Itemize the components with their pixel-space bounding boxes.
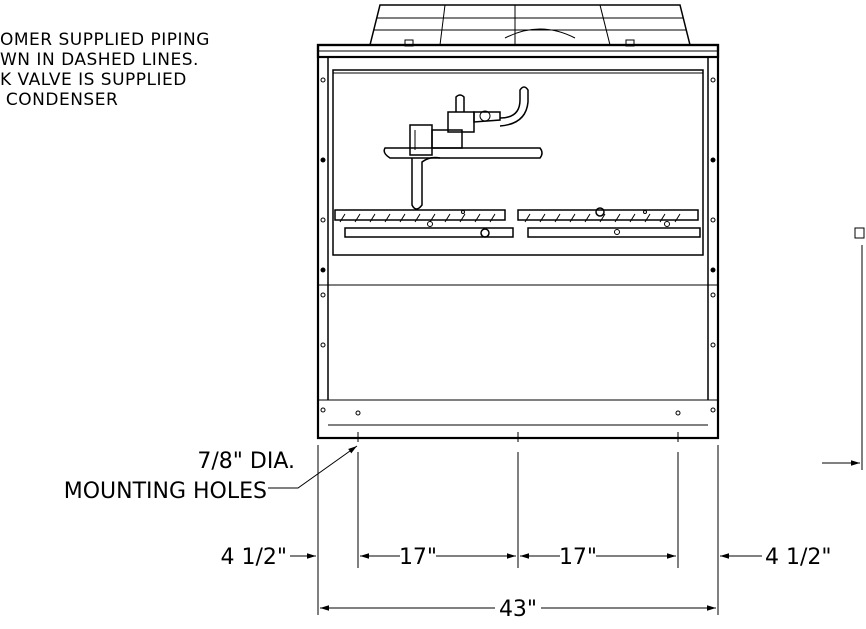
coil-rail-right bbox=[517, 207, 701, 238]
dim-spacing-right: 17" bbox=[559, 545, 597, 570]
coil-rail-left bbox=[334, 209, 514, 238]
mounting-hole-marks bbox=[357, 432, 679, 442]
dim-overall-width: 43" bbox=[499, 597, 537, 622]
note-line-4: CONDENSER bbox=[0, 90, 119, 110]
coil-compartment bbox=[332, 69, 704, 256]
fan-guard bbox=[369, 4, 691, 47]
side-bolt bbox=[320, 157, 326, 163]
note-line-3: K VALVE IS SUPPLIED bbox=[0, 70, 187, 90]
extension-lines bbox=[317, 445, 719, 615]
side-bolt bbox=[710, 267, 716, 273]
side-bolt bbox=[710, 157, 716, 163]
callout-dia: 7/8" DIA. bbox=[197, 449, 295, 474]
piping-assembly bbox=[383, 86, 543, 210]
note-line-1: OMER SUPPLIED PIPING bbox=[0, 30, 210, 50]
mounting-hole-leader bbox=[268, 445, 358, 489]
dim-left-offset: 4 1/2" bbox=[220, 545, 287, 570]
dim-right-offset: 4 1/2" bbox=[765, 545, 832, 570]
side-bolt bbox=[320, 267, 326, 273]
cabinet bbox=[316, 43, 720, 440]
note-line-2: WN IN DASHED LINES. bbox=[0, 50, 199, 70]
side-view-partial bbox=[822, 227, 865, 470]
callout-mounting-holes: MOUNTING HOLES bbox=[64, 479, 267, 504]
top-panel bbox=[316, 43, 720, 59]
dim-spacing-left: 17" bbox=[399, 545, 437, 570]
